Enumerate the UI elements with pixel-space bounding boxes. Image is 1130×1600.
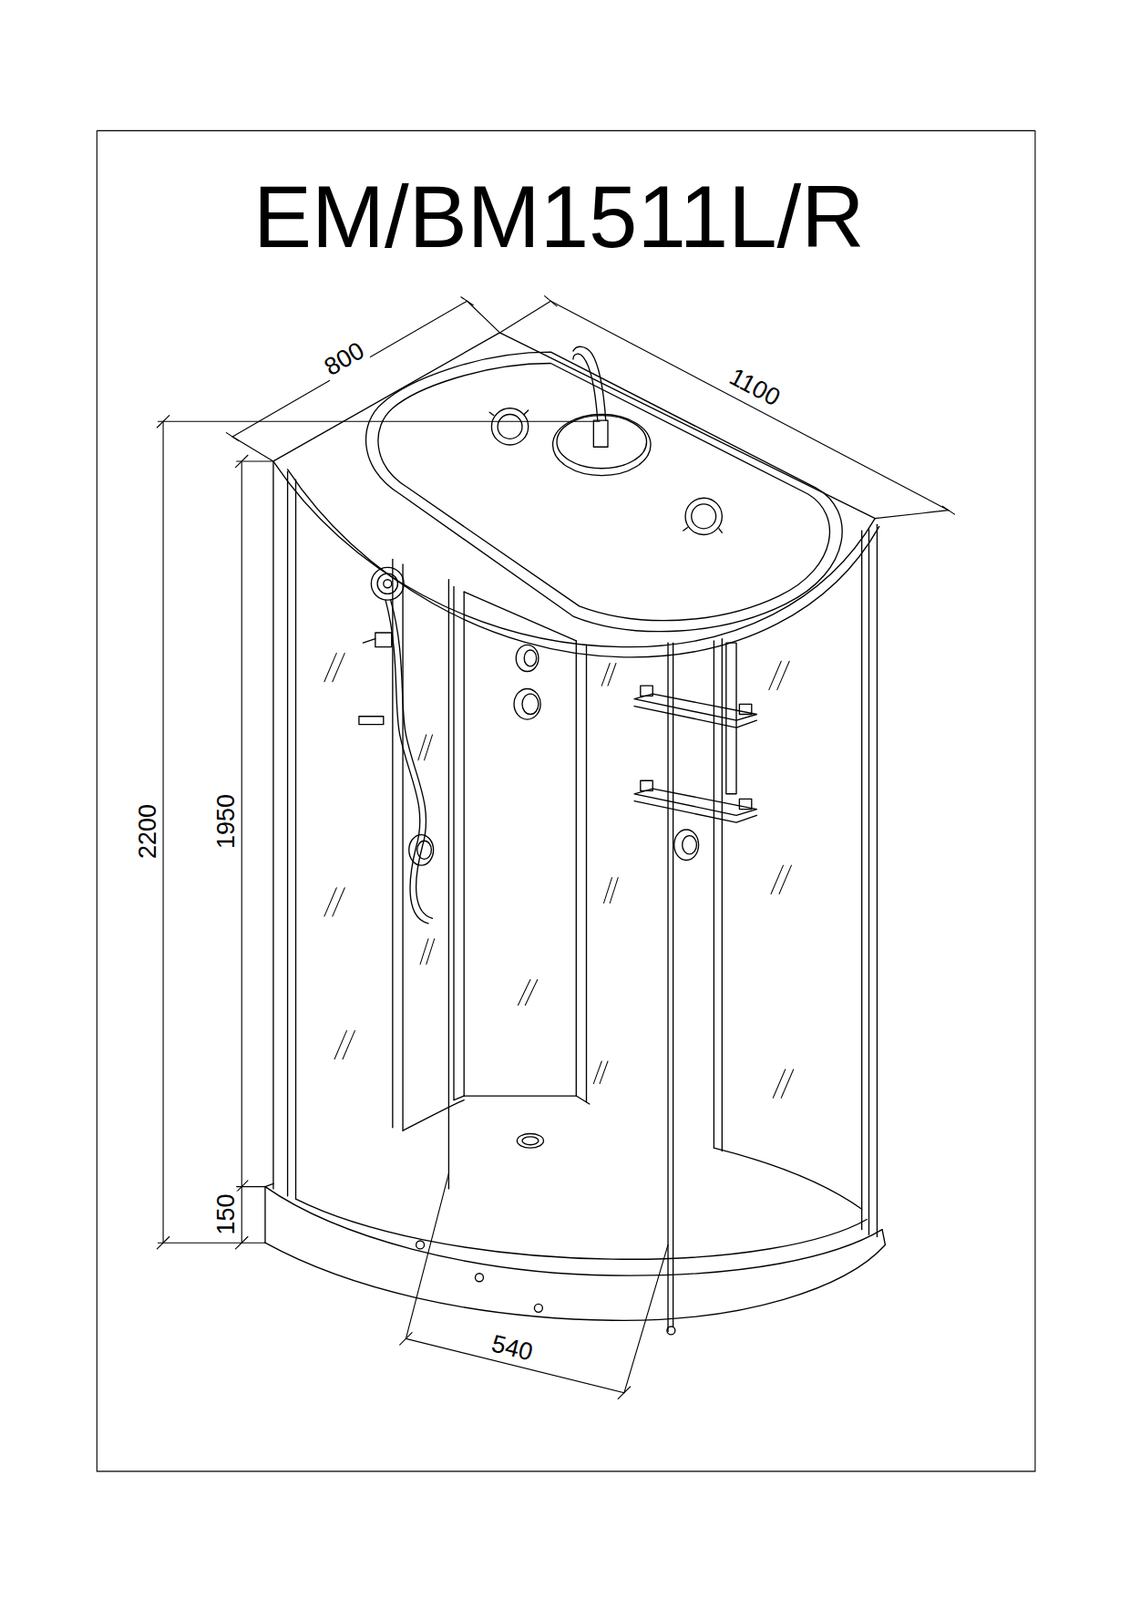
cabin-frame (273, 461, 878, 1332)
shower-tray (265, 1099, 885, 1335)
dimension-label: 2200 (135, 801, 161, 862)
dimension-lines (156, 296, 955, 1399)
roof (273, 332, 880, 658)
dimension-label: 800 (318, 336, 371, 381)
dimension-label: 1100 (723, 362, 787, 412)
glass-reflections (324, 652, 794, 1098)
sheet-border (96, 130, 1036, 1471)
dimension-label: 150 (214, 1190, 239, 1237)
fittings (359, 566, 757, 924)
dimension-label: 540 (486, 1330, 538, 1367)
model-title: EM/BM1511L/R (253, 173, 865, 261)
dimension-label: 1950 (214, 791, 239, 852)
